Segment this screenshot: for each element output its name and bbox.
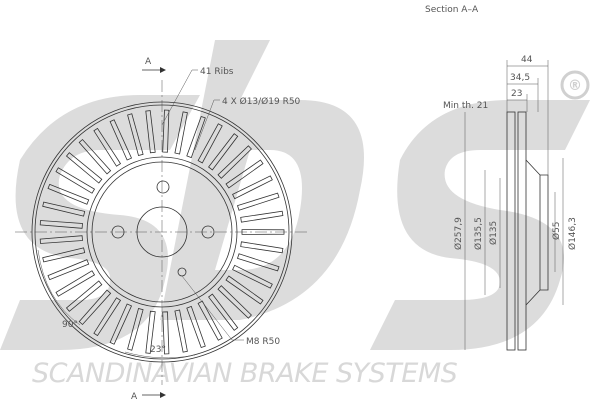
dia-146-3: Ø146,3 <box>567 217 578 250</box>
angle-23-label: 23° <box>150 345 166 355</box>
center-bore <box>136 206 188 258</box>
rib <box>78 289 112 326</box>
dim-34-5: 34,5 <box>510 73 530 83</box>
dia-135-5: Ø135,5 <box>473 217 484 250</box>
disc-section-view: Section A–A 44 34,5 23 Min th. 21 Ø257,9… <box>425 5 578 351</box>
bolt-hole <box>201 225 215 239</box>
disc-outer-edge <box>31 101 293 363</box>
disc-front-view: A A 41 Ribs 4 X Ø13/Ø19 R50 M8 R50 90° 2… <box>15 57 310 400</box>
ribs-group <box>39 109 285 355</box>
rib <box>208 293 239 331</box>
dia-55: Ø55 <box>551 221 562 240</box>
rib <box>217 145 252 179</box>
rib <box>127 113 144 156</box>
section-marker-bottom: A <box>131 392 138 400</box>
rib <box>240 210 284 223</box>
thread-label: M8 R50 <box>246 337 280 347</box>
rib <box>39 220 83 229</box>
rib <box>236 192 280 211</box>
rib <box>145 110 156 154</box>
rib <box>186 115 206 159</box>
rib <box>145 310 156 354</box>
rib <box>65 280 103 312</box>
rib <box>162 109 170 153</box>
rib <box>186 305 206 349</box>
rib <box>109 119 133 161</box>
rib <box>197 123 223 164</box>
rib <box>217 285 252 319</box>
dia-135: Ø135 <box>488 221 499 245</box>
rib <box>55 167 96 194</box>
rib <box>232 264 273 289</box>
rib <box>232 175 273 200</box>
rib <box>42 201 86 217</box>
rib <box>197 300 223 341</box>
dia-257-9: Ø257,9 <box>453 217 464 250</box>
rib <box>241 229 285 235</box>
rib <box>174 111 188 155</box>
rib <box>109 303 133 345</box>
rib <box>208 133 239 171</box>
watermark-text: SCANDINAVIAN BRAKE SYSTEMS <box>32 358 458 389</box>
holes-label: 4 X Ø13/Ø19 R50 <box>222 96 301 107</box>
rib <box>47 259 90 281</box>
rib <box>65 152 103 184</box>
section-marker-top: A <box>145 57 152 67</box>
rib <box>55 270 96 297</box>
rib <box>225 159 264 189</box>
angle-90-label: 90° <box>62 320 78 330</box>
rib <box>236 253 280 272</box>
rib <box>240 241 284 254</box>
rib <box>93 297 122 337</box>
hub-edge <box>86 156 238 308</box>
dim-23: 23 <box>511 89 522 99</box>
rib <box>39 235 83 244</box>
dim-44: 44 <box>521 55 533 65</box>
bolt-hole <box>156 180 170 194</box>
rib <box>174 309 188 353</box>
rib <box>42 247 86 263</box>
rib <box>225 275 264 305</box>
rib <box>93 127 122 167</box>
rib <box>78 138 112 175</box>
ribs-label: 41 Ribs <box>200 67 234 77</box>
section-title: Section A–A <box>425 5 479 15</box>
bolt-hole <box>111 225 125 239</box>
sbs-watermark-logo <box>0 40 590 350</box>
rib <box>162 311 170 355</box>
min-thickness: Min th. 21 <box>443 101 488 111</box>
registered-mark: ® <box>568 78 582 94</box>
rib <box>47 183 90 205</box>
rib <box>127 308 144 351</box>
